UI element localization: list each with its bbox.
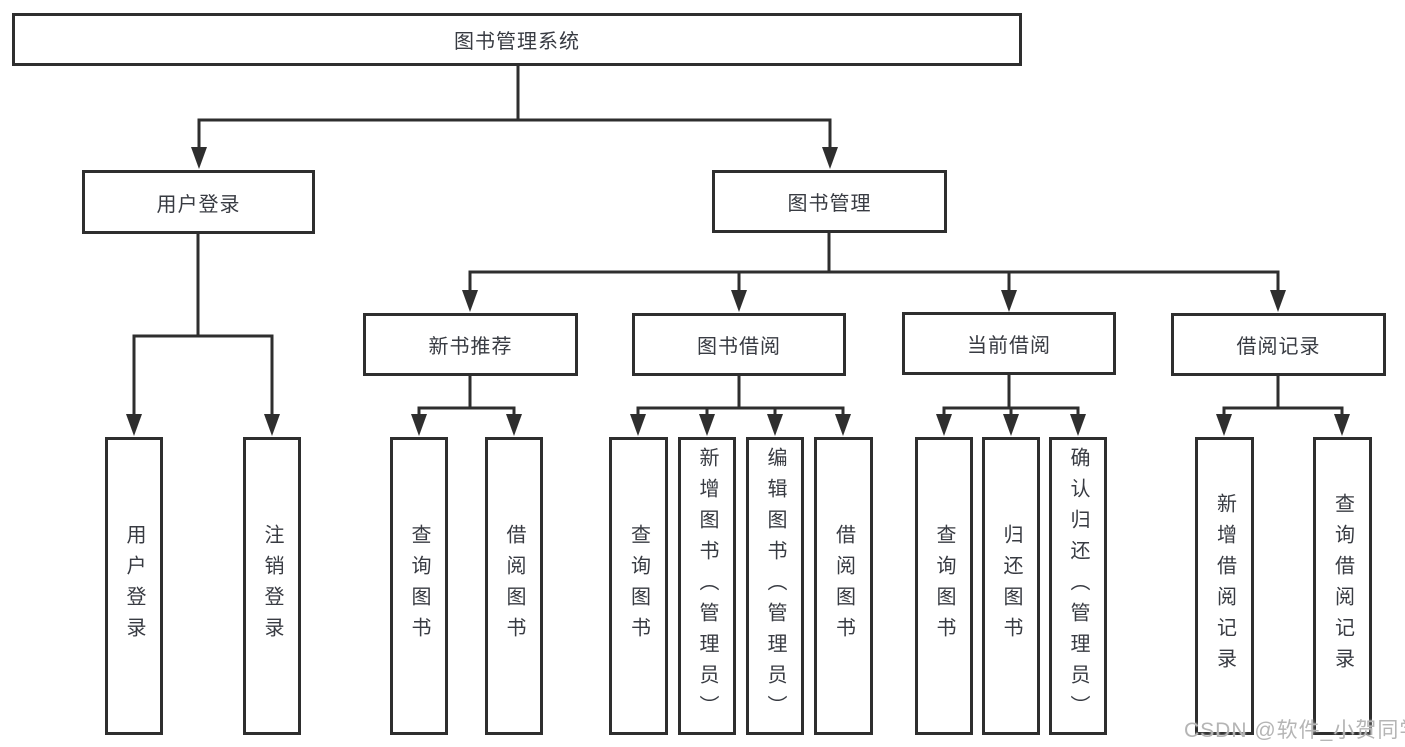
node-root-label: 图书管理系统 (454, 31, 580, 53)
node-book-management: 图书管理 (712, 170, 947, 233)
leaf-records-add-record-label: 新增借阅记录 (1213, 493, 1236, 679)
leaf-records-add-record: 新增借阅记录 (1195, 437, 1254, 735)
leaf-user-login-label: 用户登录 (123, 524, 145, 648)
leaf-borrow-edit-books-admin: 编辑图书（管理员） (746, 437, 804, 735)
leaf-borrow-query-books-label: 查询图书 (627, 524, 650, 648)
node-current-borrowing-label: 当前借阅 (967, 335, 1051, 357)
leaf-borrow-edit-books-admin-label: 编辑图书（管理员） (764, 446, 786, 726)
node-book-management-label: 图书管理 (787, 193, 872, 215)
leaf-logout-label: 注销登录 (261, 524, 283, 648)
leaf-borrow-add-books-admin: 新增图书（管理员） (678, 437, 736, 735)
leaf-borrow-borrow-books: 借阅图书 (814, 437, 873, 735)
leaf-current-confirm-return-admin-label: 确认归还（管理员） (1067, 446, 1089, 726)
leaf-current-return-books: 归还图书 (982, 437, 1040, 735)
leaf-borrow-add-books-admin-label: 新增图书（管理员） (696, 446, 718, 726)
node-root-system: 图书管理系统 (12, 13, 1022, 66)
leaf-borrow-query-books: 查询图书 (609, 437, 668, 735)
leaf-current-query-books: 查询图书 (915, 437, 973, 735)
node-borrowing-records: 借阅记录 (1171, 313, 1386, 376)
node-current-borrowing: 当前借阅 (902, 312, 1116, 375)
leaf-records-query-record: 查询借阅记录 (1313, 437, 1372, 735)
node-new-book-recommend-label: 新书推荐 (428, 336, 513, 358)
leaf-newrec-query-books: 查询图书 (390, 437, 448, 735)
leaf-borrow-borrow-books-label: 借阅图书 (832, 524, 855, 648)
csdn-watermark: CSDN @软件_小贺同学 (1184, 719, 1405, 742)
node-borrowing-records-label: 借阅记录 (1236, 336, 1321, 358)
leaf-current-confirm-return-admin: 确认归还（管理员） (1049, 437, 1107, 735)
node-new-book-recommend: 新书推荐 (363, 313, 578, 376)
leaf-current-return-books-label: 归还图书 (1000, 524, 1022, 648)
leaf-newrec-query-books-label: 查询图书 (408, 524, 430, 648)
leaf-logout: 注销登录 (243, 437, 301, 735)
leaf-current-query-books-label: 查询图书 (933, 524, 955, 648)
leaf-user-login: 用户登录 (105, 437, 163, 735)
node-book-borrowing: 图书借阅 (632, 313, 846, 376)
leaf-newrec-borrow-books-label: 借阅图书 (503, 524, 525, 648)
leaf-newrec-borrow-books: 借阅图书 (485, 437, 543, 735)
node-user-login-label: 用户登录 (156, 193, 241, 216)
node-user-login: 用户登录 (82, 170, 315, 234)
node-book-borrowing-label: 图书借阅 (697, 336, 781, 358)
leaf-records-query-record-label: 查询借阅记录 (1331, 493, 1354, 679)
